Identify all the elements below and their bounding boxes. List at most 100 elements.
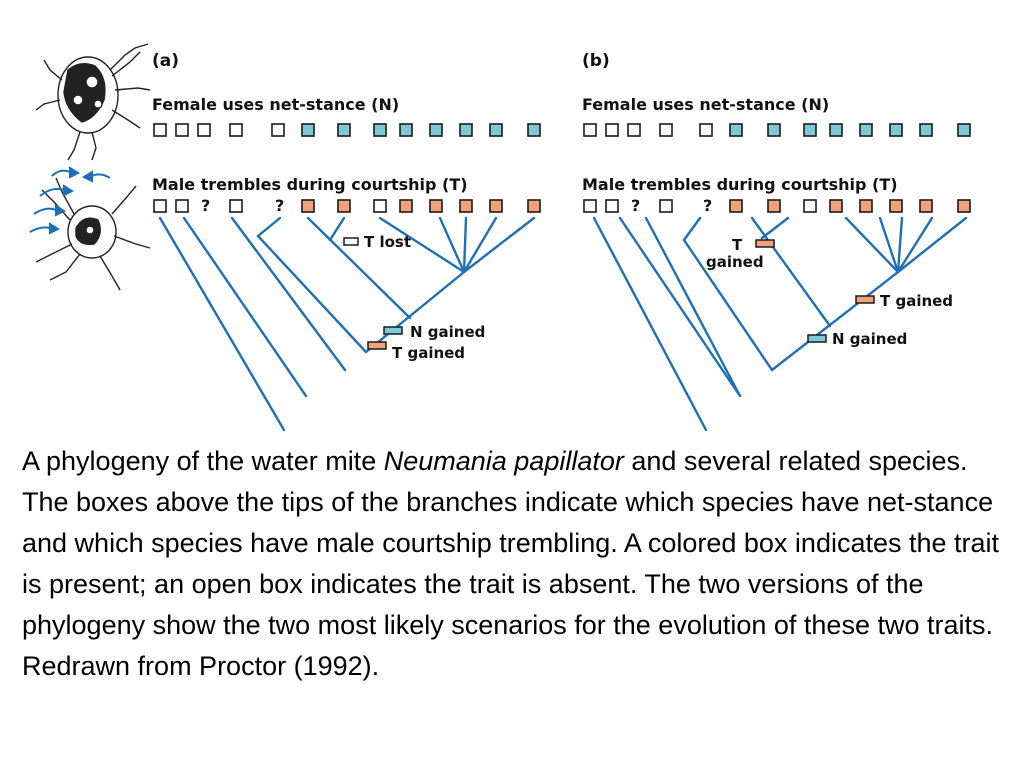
unknown-state-mark: ? (703, 196, 712, 215)
branch (896, 216, 968, 274)
branch (378, 216, 466, 274)
branch (256, 216, 282, 238)
panel-b-t-gained-upper-marker (755, 239, 775, 248)
trait-present-box (859, 199, 873, 213)
panel-b-n-gained-marker (807, 334, 827, 343)
unknown-state-mark: ? (631, 196, 640, 215)
branch (462, 216, 468, 274)
trait-present-box (459, 199, 473, 213)
panel-b-net-stance-title: Female uses net-stance (N) (582, 95, 829, 114)
panel-b-t-gained-lower-marker (855, 295, 875, 304)
branch (750, 216, 832, 328)
trait-present-box (729, 123, 743, 137)
trait-absent-box (699, 123, 713, 137)
trait-present-box (301, 199, 315, 213)
trait-present-box (373, 123, 387, 137)
trait-present-box (337, 123, 351, 137)
trait-present-box (459, 123, 473, 137)
trait-absent-box (271, 123, 285, 137)
branch (682, 238, 774, 372)
branch (618, 216, 742, 398)
trait-absent-box (583, 123, 597, 137)
trait-present-box (429, 199, 443, 213)
trait-present-box (399, 123, 413, 137)
trait-present-box (489, 123, 503, 137)
branch (462, 216, 536, 274)
branch (364, 270, 466, 354)
caption-intro: A phylogeny of the water mite (22, 446, 384, 476)
branch (256, 234, 368, 354)
panel-b-net-stance-boxes (583, 123, 971, 137)
panel-b-letter: (b) (582, 51, 610, 71)
panel-b-tree (592, 216, 968, 432)
panel-b-t-gained-lower-label: T gained (880, 292, 953, 310)
panel-a-t-gained-marker (367, 341, 387, 350)
caption-paragraph-2: The boxes above the tips of the branches… (22, 487, 1000, 681)
branch (878, 216, 900, 274)
trait-absent-box (583, 199, 597, 213)
caption: A phylogeny of the water mite Neumania p… (22, 441, 1012, 687)
trait-absent-box (175, 123, 189, 137)
panel-a-t-gained-label: T gained (392, 344, 465, 362)
trait-absent-box (803, 199, 817, 213)
branch (682, 216, 702, 242)
branch (770, 270, 900, 372)
panel-a-trembling-title: Male trembles during courtship (T) (152, 175, 468, 194)
trait-present-box (919, 199, 933, 213)
trait-absent-box (153, 199, 167, 213)
trait-present-box (399, 199, 413, 213)
branch (896, 216, 934, 274)
panel-b-trembling-title: Male trembles during courtship (T) (582, 175, 898, 194)
panel-a-trembling-boxes: ?? (153, 196, 541, 215)
branch (328, 216, 346, 242)
trait-absent-box (627, 123, 641, 137)
branch (158, 216, 286, 432)
trait-absent-box (229, 123, 243, 137)
trait-absent-box (659, 123, 673, 137)
trait-present-box (957, 199, 971, 213)
trait-present-box (803, 123, 817, 137)
branch (462, 216, 498, 274)
trait-present-box (337, 199, 351, 213)
panel-b-t-gained-upper-label-line1: T (732, 236, 743, 254)
trait-present-box (829, 199, 843, 213)
trait-present-box (429, 123, 443, 137)
trait-present-box (527, 199, 541, 213)
branch (182, 216, 308, 398)
branch (896, 216, 904, 274)
panel-a-t-lost-label: T lost (364, 233, 411, 251)
branch (760, 216, 790, 240)
trait-absent-box (197, 123, 211, 137)
branch (844, 216, 900, 274)
panel-b-t-gained-upper-label-line2: gained (706, 253, 764, 271)
trait-present-box (767, 199, 781, 213)
trait-absent-box (175, 199, 189, 213)
trait-present-box (489, 199, 503, 213)
trait-present-box (527, 123, 541, 137)
panel-b: (b) Female uses net-stance (N) Male trem… (582, 51, 971, 432)
panel-a-n-gained-label: N gained (410, 323, 485, 341)
panel-a-tree (158, 216, 536, 432)
trait-absent-box (373, 199, 387, 213)
branch (438, 216, 466, 274)
branch (592, 216, 708, 432)
trait-absent-box (229, 199, 243, 213)
trait-present-box (889, 199, 903, 213)
trait-absent-box (605, 123, 619, 137)
panel-b-trembling-boxes: ?? (583, 196, 971, 215)
trait-absent-box (605, 199, 619, 213)
panel-a: (a) Female uses net-stance (N) Male trem… (152, 51, 541, 432)
branch (306, 216, 412, 320)
trait-present-box (919, 123, 933, 137)
trait-present-box (729, 199, 743, 213)
trait-present-box (767, 123, 781, 137)
branch (644, 216, 742, 398)
male-water-mite-trembling-illustration (29, 166, 151, 291)
female-water-mite-illustration (35, 43, 151, 161)
unknown-state-mark: ? (201, 196, 210, 215)
trait-present-box (829, 123, 843, 137)
unknown-state-mark: ? (275, 196, 284, 215)
panel-a-net-stance-title: Female uses net-stance (N) (152, 95, 399, 114)
trait-present-box (301, 123, 315, 137)
panel-a-net-stance-boxes (153, 123, 541, 137)
